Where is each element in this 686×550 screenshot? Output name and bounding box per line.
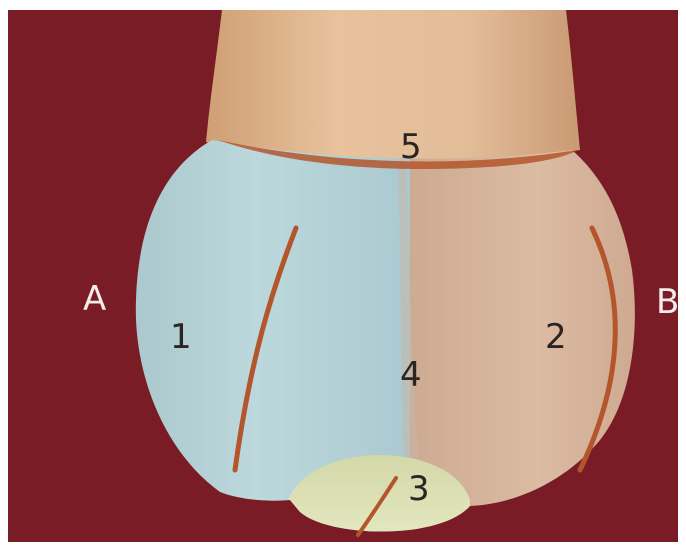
label-region-2: 2 [545, 320, 567, 354]
label-side-b: B [656, 285, 679, 319]
label-region-5: 5 [400, 130, 422, 164]
label-side-a: A [83, 282, 106, 316]
label-region-4: 4 [400, 358, 422, 392]
label-region-3: 3 [408, 472, 430, 506]
bone-shaft [206, 10, 580, 162]
label-region-1: 1 [170, 320, 192, 354]
